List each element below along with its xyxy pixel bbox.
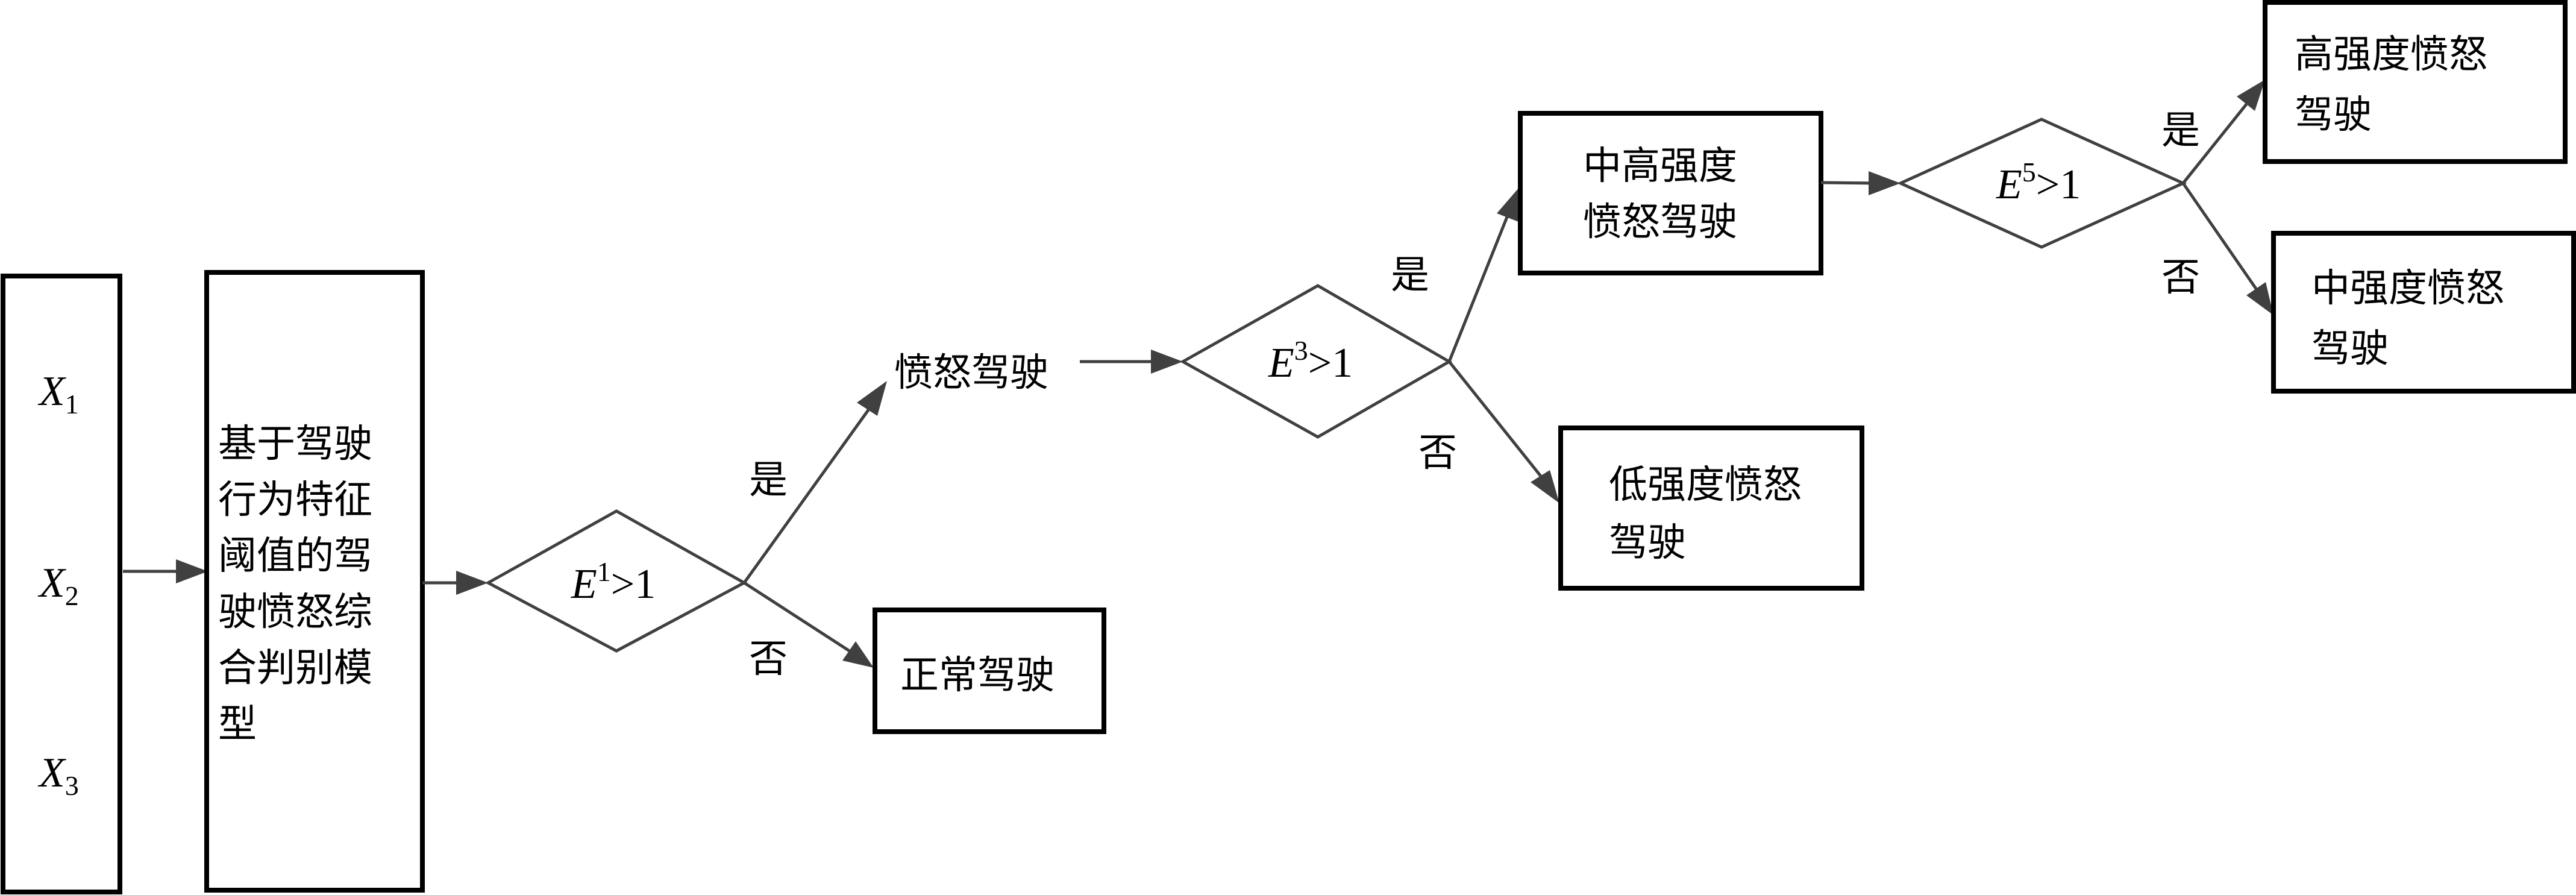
mid-high-intensity-frame <box>1518 111 1823 275</box>
edge-line <box>743 581 860 659</box>
decision-e3: E3>1 <box>1179 284 1453 439</box>
low-intensity-line-2: 驾驶 <box>1609 521 1686 565</box>
no-label-e1: 否 <box>749 637 788 682</box>
no-label-e5: 否 <box>2161 256 2200 300</box>
arrowhead-icon <box>2246 282 2274 315</box>
edge-model-to-decision-1 <box>422 571 488 595</box>
model-text-line-1: 基于驾驶 <box>218 422 372 466</box>
mid-intensity-frame <box>2271 231 2576 394</box>
yes-label-e5: 是 <box>2161 108 2200 153</box>
decision-e5-label: E5>1 <box>1996 157 2081 208</box>
mid-intensity-line-2: 驾驶 <box>2311 327 2389 371</box>
arrowhead-icon <box>2237 80 2265 111</box>
low-intensity-frame <box>1558 426 1864 591</box>
no-label-e3: 否 <box>1418 431 1457 476</box>
arrowhead-icon <box>176 559 208 583</box>
arrowhead-icon <box>1869 171 1901 195</box>
low-intensity-line-1: 低强度愤怒 <box>1609 463 1802 507</box>
edge-e3-no-to-low: 否 <box>1418 360 1559 503</box>
high-intensity-line-1: 高强度愤怒 <box>2295 33 2487 77</box>
arrowhead-icon <box>857 381 887 416</box>
input-x2: X2 <box>37 560 79 611</box>
decision-e5: E5>1 <box>1896 118 2187 249</box>
high-intensity-frame <box>2263 0 2568 164</box>
angry-driving-label: 愤怒驾驶 <box>894 351 1048 395</box>
edge-e1-no-to-normal: 否 <box>743 581 874 682</box>
high-intensity-box: 高强度愤怒 驾驶 <box>2263 0 2568 164</box>
input-variables-box: X1 X2 X3 <box>1 274 122 894</box>
edge-angry-to-decision-3 <box>1080 350 1183 374</box>
model-box: 基于驾驶 行为特征 阈值的驾 驶愤怒综 合判别模 型 <box>204 270 425 893</box>
arrowhead-icon <box>1531 470 1559 503</box>
yes-label-e3: 是 <box>1391 253 1429 298</box>
normal-driving-label: 正常驾驶 <box>900 653 1055 698</box>
normal-driving-box: 正常驾驶 <box>873 608 1106 734</box>
high-intensity-line-2: 驾驶 <box>2295 93 2372 137</box>
model-text-line-3: 阈值的驾 <box>218 534 372 579</box>
mid-high-intensity-box: 中高强度 愤怒驾驶 <box>1518 111 1823 275</box>
model-text-line-6: 型 <box>218 702 257 747</box>
model-text-line-2: 行为特征 <box>218 478 372 523</box>
edge-mid-high-to-decision-5 <box>1820 171 1901 195</box>
mid-high-intensity-line-1: 中高强度 <box>1583 144 1737 189</box>
normal-driving-frame <box>873 608 1106 734</box>
input-x1: X1 <box>37 368 79 419</box>
model-text-line-4: 驶愤怒综 <box>218 590 372 635</box>
input-x3: X3 <box>37 750 79 801</box>
edge-line <box>2182 94 2255 184</box>
edge-line <box>2181 182 2264 300</box>
input-box-frame <box>1 274 122 894</box>
edge-line <box>1448 360 1547 483</box>
mid-high-intensity-line-2: 愤怒驾驶 <box>1583 200 1737 245</box>
edge-line <box>1447 210 1511 362</box>
edge-e1-yes-to-angry: 是 <box>742 381 887 584</box>
edge-e3-yes-to-mid-high: 是 <box>1391 187 1520 362</box>
yes-label-e1: 是 <box>749 458 788 503</box>
edge-inputs-to-model <box>123 559 208 583</box>
edge-e5-no-to-mid: 否 <box>2161 182 2274 315</box>
edge-e5-yes-to-high: 是 <box>2161 80 2265 184</box>
decision-e3-label: E3>1 <box>1268 335 1353 386</box>
decision-e1-label: E1>1 <box>571 556 656 608</box>
mid-intensity-line-1: 中强度愤怒 <box>2311 266 2504 311</box>
model-box-frame <box>204 270 425 893</box>
decision-e1: E1>1 <box>484 509 748 653</box>
model-text-line-5: 合判别模 <box>218 646 372 691</box>
mid-intensity-box: 中强度愤怒 驾驶 <box>2271 231 2576 394</box>
low-intensity-box: 低强度愤怒 驾驶 <box>1558 426 1864 591</box>
arrowhead-icon <box>1151 350 1183 374</box>
edge-line <box>742 400 877 584</box>
arrowhead-icon <box>456 571 488 595</box>
arrowhead-icon <box>1497 187 1520 222</box>
arrowhead-icon <box>842 641 874 668</box>
